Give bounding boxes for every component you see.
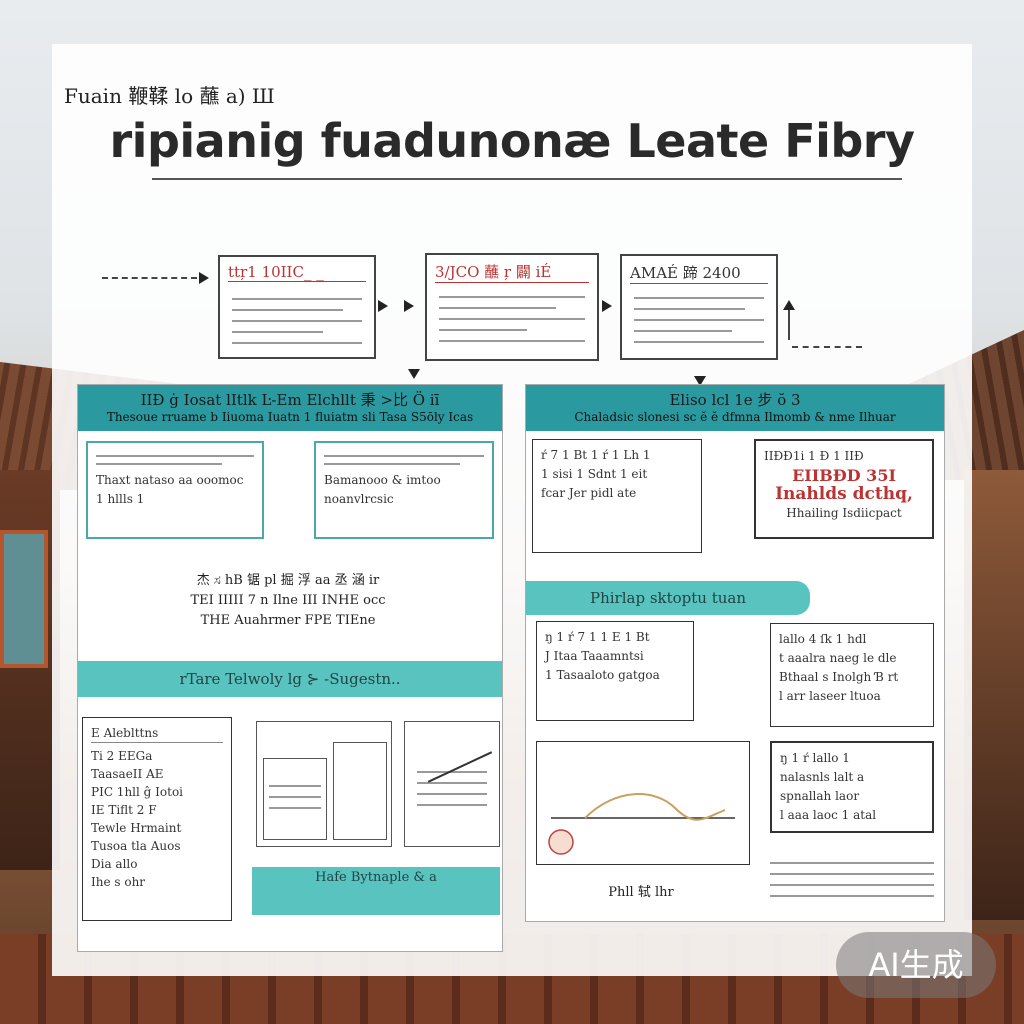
flow-connector — [788, 310, 790, 340]
right-panel: Eliso lcl 1e 步 ŏ 3 Chaladsic slonesi sc … — [525, 384, 945, 922]
text-lines — [232, 289, 362, 353]
left-list-item: IE Tiflt 2 F — [91, 803, 157, 817]
curve-sketch — [548, 793, 735, 855]
arrow-right-icon — [602, 300, 612, 312]
right-panel-title: Eliso lcl 1e 步 ŏ 3 — [669, 391, 801, 409]
arrow-up-icon — [783, 300, 795, 310]
arrow-right-icon — [378, 300, 388, 312]
arrow-right-icon — [199, 272, 209, 284]
left-list-card: E Aleblttns Ti 2 EEGa TaasaeII AE PIC 1h… — [82, 717, 232, 921]
right-chart-card — [536, 741, 750, 865]
background-building-right — [964, 470, 1024, 920]
corner-label: Fuain 鞭鞣 lo 蘸 a) Ш — [64, 84, 275, 108]
flow-connector — [102, 277, 197, 279]
document-sketch-1 — [256, 721, 392, 847]
right-mid-left-card: ŋ 1 ŕ 7 1 1 E 1 Bt J Itaa Taaamntsi 1 Ta… — [536, 621, 694, 721]
arrow-right-icon — [404, 300, 414, 312]
background-window — [0, 530, 48, 668]
arrow-down-icon — [694, 376, 706, 386]
left-panel: IIÐ ġ Iosat lItlk Ŀ-Em Elchllt 秉 >比 Ö iī… — [77, 384, 503, 952]
flow-box-3: AMAÉ 蹄 2400 — [620, 254, 778, 360]
right-mid-right-card: lallo 4 ſk 1 hdl t aaalra naeg le dle Bt… — [770, 623, 934, 727]
flow-box-1: ttŗ1 10IIC_ _ — [218, 255, 376, 359]
chart-caption: Phll 轼 lhr — [608, 885, 674, 900]
left-list-item: Ihe s ohr — [91, 875, 146, 889]
left-bottom-band: Hafe Bytnaple & a — [252, 867, 500, 915]
left-card-a: Thaxt nataso aa ooomoc 1 hllls 1 — [86, 441, 264, 539]
left-list-item: Dia allo — [91, 857, 138, 871]
left-panel-band: rTare Telwoly lg ⊱ -Sugestn.. — [78, 661, 502, 697]
left-panel-body: 杰 ಸ hB 锯 pl 掘 浮 aa 丞 涵 ir TEI IIIII 7 n … — [190, 573, 386, 628]
right-card-b-highlight: EIIBĐD 35I — [792, 466, 896, 485]
right-panel-band: Phirlap sktoptu tuan — [526, 581, 810, 615]
right-lower-card: ŋ 1 ŕ lallo 1 nalasnls lalt a spnallah l… — [770, 741, 934, 833]
text-lines — [634, 288, 764, 352]
right-card-b-title: IIĐĐ1i 1 Ð 1 IIĐ — [764, 449, 864, 463]
flow-box-heading: ttŗ1 10IIC_ _ — [228, 263, 366, 282]
left-list-title: E Aleblttns — [91, 724, 223, 743]
left-list-item: Tewle Hrmaint — [91, 821, 182, 835]
left-panel-header: IIÐ ġ Iosat lItlk Ŀ-Em Elchllt 秉 >比 Ö iī… — [78, 385, 502, 431]
text-lines — [770, 853, 934, 906]
right-card-a: ŕ 7 1 Bt 1 ŕ 1 Lh 1 1 sisi 1 Sdnt 1 eit … — [532, 439, 702, 553]
flow-box-heading: 3/JCO 蘸 ŗ 闢 iÉ — [435, 261, 589, 283]
left-list-item: Tusoa tla Auos — [91, 839, 181, 853]
left-list-item: TaasaeII AE — [91, 767, 164, 781]
flow-connector — [792, 346, 862, 348]
left-card-a-text: Thaxt nataso aa ooomoc 1 hllls 1 — [96, 473, 244, 506]
right-panel-header: Eliso lcl 1e 步 ŏ 3 Chaladsic slonesi sc … — [526, 385, 944, 431]
right-panel-subtitle: Chaladsic slonesi sc ĕ ĕ dfmna Ilmomb & … — [574, 410, 896, 424]
page-title: ripianig fuadunonæ Leate Fibry — [109, 114, 915, 168]
left-card-b-text: Bamanooo & imtoo noanvlrcsic — [324, 473, 441, 506]
left-list-item: Ti 2 EEGa — [91, 749, 153, 763]
left-panel-title: IIÐ ġ Iosat lItlk Ŀ-Em Elchllt 秉 >比 Ö iī — [140, 391, 440, 409]
flow-box-2: 3/JCO 蘸 ŗ 闢 iÉ — [425, 253, 599, 361]
document-sketch-2 — [404, 721, 500, 847]
left-card-b: Bamanooo & imtoo noanvlrcsic — [314, 441, 494, 539]
right-card-b: IIĐĐ1i 1 Ð 1 IIĐ EIIBĐD 35I Inahlds dcth… — [754, 439, 934, 539]
arrow-down-icon — [408, 369, 420, 379]
right-card-b-note: Hhailing Isdiicpact — [786, 506, 902, 520]
flow-box-heading: AMAÉ 蹄 2400 — [630, 262, 768, 284]
left-list-item: PIC 1hll ĝ Iotoi — [91, 785, 184, 799]
title-divider — [152, 178, 902, 180]
right-card-b-highlight: Inahlds dcthq, — [775, 484, 913, 504]
text-lines — [439, 287, 585, 351]
ai-generated-badge: AI生成 — [836, 932, 996, 998]
infographic-sheet: Fuain 鞭鞣 lo 蘸 a) Ш ripianig fuadunonæ Le… — [52, 44, 972, 976]
left-panel-subtitle: Thesoue rruame b Iiuoma Iuatn 1 fluiatm … — [106, 410, 474, 424]
